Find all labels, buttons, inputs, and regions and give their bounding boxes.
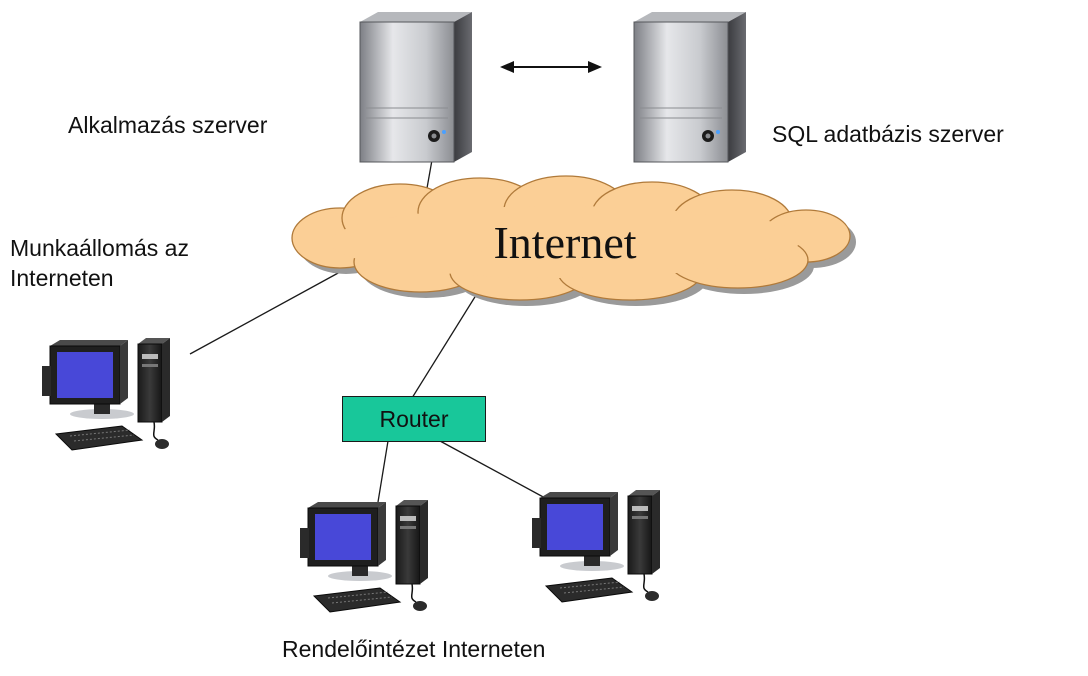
workstation-computer-icon bbox=[41, 337, 171, 451]
link-router-pc2 bbox=[439, 440, 559, 506]
app-server-label: Alkalmazás szerver bbox=[68, 112, 268, 138]
link-workstation-internet bbox=[189, 271, 341, 355]
router-label: Router bbox=[379, 405, 449, 432]
link-router-pc1 bbox=[377, 440, 389, 503]
cloud-icon: Internet bbox=[291, 175, 856, 306]
cloud-label: Internet bbox=[493, 217, 636, 268]
clinic-computer-1-icon bbox=[299, 499, 429, 613]
router-node: Router bbox=[342, 396, 486, 442]
sql-server-icon bbox=[633, 11, 747, 163]
workstation-label: Munkaállomás az Interneten bbox=[10, 235, 189, 291]
clinic-computer-2-icon bbox=[531, 489, 661, 603]
double-arrow-icon bbox=[500, 61, 602, 73]
link-internet-router bbox=[411, 291, 479, 399]
sql-server-label: SQL adatbázis szerver bbox=[772, 121, 1004, 147]
clinic-label: Rendelőintézet Interneten bbox=[282, 636, 546, 662]
app-server-icon bbox=[359, 11, 473, 163]
